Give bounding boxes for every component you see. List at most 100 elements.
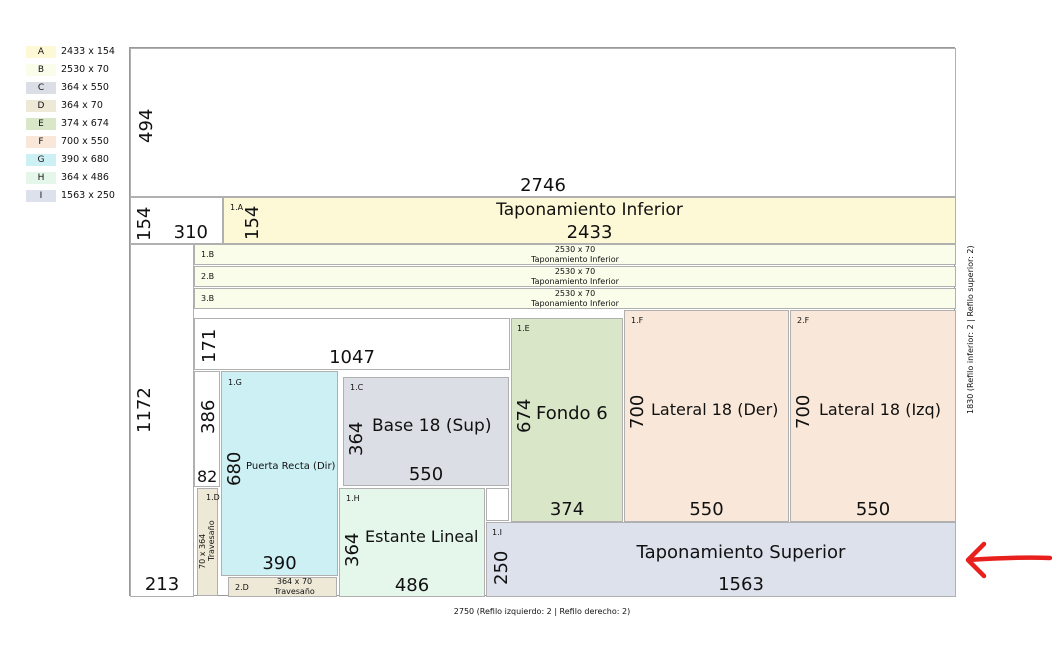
legend-dims: 364 x 550 bbox=[61, 82, 109, 93]
waste-left-column-width: 213 bbox=[144, 574, 180, 595]
legend-dims: 2530 x 70 bbox=[61, 64, 109, 75]
piece-label: Lateral 18 (Der) bbox=[651, 400, 779, 419]
piece-label: Lateral 18 (Izq) bbox=[819, 400, 941, 419]
arrow-left-icon bbox=[965, 541, 1052, 579]
piece-id: 1.I bbox=[492, 528, 502, 537]
waste-mid-left-width: 82 bbox=[197, 467, 218, 486]
piece-id: 1.H bbox=[346, 494, 360, 503]
legend-dims: 1563 x 250 bbox=[61, 190, 115, 201]
cutting-board: 494 2746 154 310 1.A 154 Taponamiento In… bbox=[129, 47, 956, 597]
legend-item: A 2433 x 154 bbox=[26, 46, 126, 58]
legend-dims: 374 x 674 bbox=[61, 118, 109, 129]
piece-label: Fondo 6 bbox=[536, 403, 608, 424]
legend-swatch: I bbox=[26, 190, 56, 202]
piece-1G[interactable]: 1.G 680 Puerta Recta (Dir) 390 bbox=[221, 371, 338, 576]
legend-swatch: A bbox=[26, 46, 56, 58]
piece-width: 1563 bbox=[718, 574, 764, 595]
piece-1I[interactable]: 1.I 250 Taponamiento Superior 1563 bbox=[486, 522, 956, 597]
piece-dims: 2530 x 70 bbox=[554, 267, 596, 276]
waste-left-small-height: 154 bbox=[134, 206, 155, 241]
board-width-caption: 2750 (Refilo izquierdo: 2 | Refilo derec… bbox=[453, 607, 631, 616]
piece-dims: 70 x 364 bbox=[198, 533, 207, 569]
piece-1F[interactable]: 1.F 700 Lateral 18 (Der) 550 bbox=[624, 310, 789, 522]
piece-height: 680 bbox=[224, 451, 245, 486]
piece-height: 674 bbox=[514, 398, 535, 433]
piece-2D[interactable]: 2.D 364 x 70 Travesaño bbox=[228, 577, 337, 597]
piece-id: 2.B bbox=[201, 272, 215, 281]
legend-swatch: D bbox=[26, 100, 56, 112]
legend-dims: 2433 x 154 bbox=[61, 46, 115, 57]
waste-left-small: 154 310 bbox=[130, 197, 223, 244]
piece-label: Estante Lineal bbox=[365, 527, 479, 546]
legend-dims: 700 x 550 bbox=[61, 136, 109, 147]
legend-swatch: B bbox=[26, 64, 56, 76]
waste-top-width: 2746 bbox=[520, 175, 566, 196]
legend-swatch: G bbox=[26, 154, 56, 166]
legend-item: F 700 x 550 bbox=[26, 136, 126, 148]
piece-id: 1.E bbox=[517, 324, 530, 333]
piece-1A[interactable]: 1.A 154 Taponamiento Inferior 2433 bbox=[223, 197, 956, 244]
piece-1E[interactable]: 1.E 674 Fondo 6 374 bbox=[511, 318, 623, 522]
piece-id: 3.B bbox=[201, 294, 215, 303]
legend-swatch: C bbox=[26, 82, 56, 94]
legend-swatch: H bbox=[26, 172, 56, 184]
legend-item: B 2530 x 70 bbox=[26, 64, 126, 76]
piece-label: Travesaño bbox=[207, 520, 216, 561]
piece-2F[interactable]: 2.F 700 Lateral 18 (Izq) 550 bbox=[790, 310, 956, 522]
piece-1C[interactable]: 1.C 364 Base 18 (Sup) 550 bbox=[343, 377, 509, 486]
piece-id: 2.D bbox=[235, 583, 249, 592]
waste-left-column: 1172 213 bbox=[130, 244, 194, 597]
piece-id: 2.F bbox=[797, 316, 810, 325]
piece-id: 1.A bbox=[230, 203, 244, 212]
piece-id: 1.C bbox=[350, 383, 364, 392]
piece-width: 550 bbox=[855, 499, 891, 520]
piece-2B[interactable]: 2.B 2530 x 70 Taponamiento Inferior bbox=[194, 266, 956, 287]
waste-left-column-height: 1172 bbox=[134, 387, 155, 433]
legend-item: C 364 x 550 bbox=[26, 82, 126, 94]
piece-id: 1.B bbox=[201, 250, 215, 259]
piece-dims: 364 x 70 bbox=[276, 577, 313, 586]
piece-width: 390 bbox=[262, 553, 297, 574]
waste-mid-left-height: 386 bbox=[198, 399, 219, 434]
legend-swatch: F bbox=[26, 136, 56, 148]
piece-dims: 2530 x 70 bbox=[554, 289, 596, 298]
legend-item: I 1563 x 250 bbox=[26, 190, 126, 202]
piece-height: 700 bbox=[793, 394, 814, 429]
waste-small bbox=[486, 488, 509, 521]
piece-3B[interactable]: 3.B 2530 x 70 Taponamiento Inferior bbox=[194, 288, 956, 309]
board-height-caption: 1830 (Refilo inferior: 2 | Refilo superi… bbox=[966, 245, 975, 414]
piece-id: 1.F bbox=[631, 316, 644, 325]
legend-dims: 390 x 680 bbox=[61, 154, 109, 165]
legend-item: E 374 x 674 bbox=[26, 118, 126, 130]
piece-width: 550 bbox=[408, 464, 444, 485]
legend-swatch: E bbox=[26, 118, 56, 130]
piece-1B[interactable]: 1.B 2530 x 70 Taponamiento Inferior bbox=[194, 244, 956, 265]
piece-dims: 2530 x 70 bbox=[554, 245, 596, 254]
piece-label: Taponamiento Inferior bbox=[531, 277, 619, 286]
piece-id: 1.G bbox=[228, 378, 242, 387]
piece-height: 364 bbox=[342, 532, 363, 567]
waste-top-height: 494 bbox=[136, 108, 157, 143]
piece-1D[interactable]: 1.D 70 x 364 Travesaño bbox=[197, 488, 220, 596]
waste-top: 494 2746 bbox=[130, 48, 956, 197]
piece-label: Taponamiento Inferior bbox=[531, 299, 619, 308]
legend-item: D 364 x 70 bbox=[26, 100, 126, 112]
piece-label: Travesaño bbox=[274, 587, 315, 596]
piece-label: Puerta Recta (Dir) bbox=[246, 461, 336, 472]
waste-middle: 171 1047 bbox=[194, 318, 510, 370]
waste-mid-left: 386 82 bbox=[194, 371, 220, 487]
arrow-stroke bbox=[965, 541, 1052, 579]
piece-id: 1.D bbox=[206, 493, 220, 502]
legend-item: H 364 x 486 bbox=[26, 172, 126, 184]
piece-width: 2433 bbox=[566, 222, 613, 243]
piece-label: Taponamiento Inferior bbox=[531, 255, 619, 264]
piece-width: 486 bbox=[394, 575, 430, 596]
waste-left-small-width: 310 bbox=[173, 222, 208, 243]
piece-height: 700 bbox=[627, 394, 648, 429]
piece-label: Taponamiento Inferior bbox=[496, 200, 683, 220]
legend-item: G 390 x 680 bbox=[26, 154, 126, 166]
piece-1H[interactable]: 1.H 364 Estante Lineal 486 bbox=[339, 488, 485, 597]
piece-label: Base 18 (Sup) bbox=[372, 416, 492, 436]
piece-width: 550 bbox=[689, 499, 724, 520]
piece-width: 374 bbox=[549, 499, 585, 520]
